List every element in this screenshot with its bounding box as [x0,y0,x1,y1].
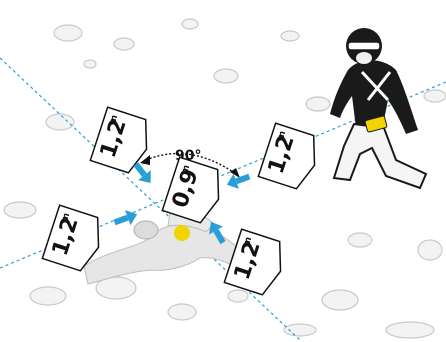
snow-rock [84,60,96,68]
snow-rock [182,19,198,29]
snow-rock [54,25,82,41]
snow-rock [418,240,442,260]
snow-rock [228,290,248,302]
snow-rock [114,38,134,50]
snow-rock [214,69,238,83]
snow-rock [424,90,446,102]
snow-rock [322,290,358,310]
snow-rock [4,202,36,218]
snow-rock [306,97,330,111]
victim-marker [174,225,190,241]
snow-rock [348,233,372,247]
snow-rock [46,114,74,130]
snow-rock [168,304,196,320]
snow-rock [281,31,299,41]
snow-rock [386,322,434,338]
snow-rock [30,287,66,305]
